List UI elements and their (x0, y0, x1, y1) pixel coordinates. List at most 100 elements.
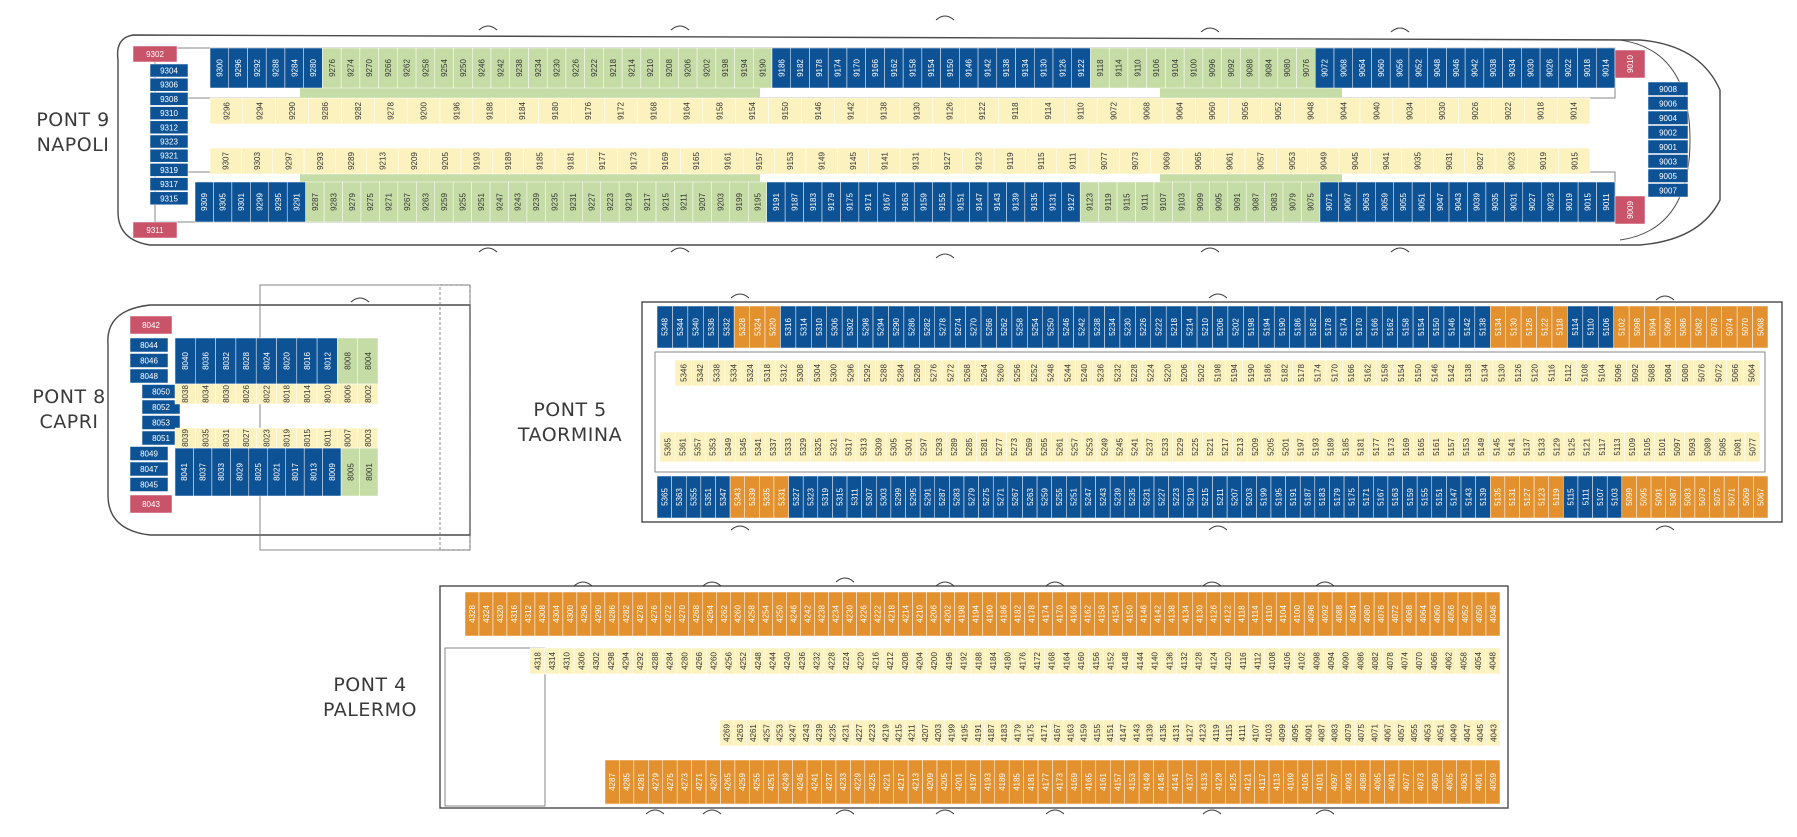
cabin: 4099 (1275, 719, 1289, 747)
cabin-number: 5260 (997, 364, 1006, 382)
cabin-number: 4250 (776, 605, 785, 623)
cabin-number: 9293 (316, 152, 325, 170)
cabin-number: 4088 (1335, 605, 1344, 623)
cabin-number: 4213 (911, 773, 920, 791)
cabin-number: 5331 (777, 488, 786, 506)
cabin-number: 5163 (1391, 488, 1400, 506)
cabin: 4076 (1373, 591, 1389, 637)
cabin-number: 9231 (569, 193, 578, 211)
cabin-number: 9047 (1436, 193, 1445, 211)
cabin: 4184 (985, 647, 1001, 675)
cabin-number: 4064 (1419, 605, 1428, 623)
cabin-number: 5229 (1176, 438, 1185, 456)
cabin: 9158 (702, 97, 736, 125)
cabin-number: 9171 (864, 193, 873, 211)
cabin-number: 5351 (704, 488, 713, 506)
cabin: 4269 (719, 719, 734, 747)
cabin-number: 4228 (827, 652, 836, 670)
cabin: 5325 (810, 431, 827, 463)
cabin-number: 4163 (1066, 724, 1075, 742)
cabin: 9226 (565, 47, 585, 89)
cabin-number: 4073 (1417, 773, 1426, 791)
cabin: 4111 (1235, 719, 1250, 747)
cabin-box (472, 97, 506, 125)
cabin-number: 5275 (982, 488, 991, 506)
cabin: 9280 (303, 47, 323, 89)
cabin: 9026 (1539, 47, 1560, 89)
cabin-number: 5146 (1448, 318, 1457, 336)
cabin: 5131 (1504, 475, 1520, 519)
cabin-number: 9238 (515, 59, 524, 77)
cabin-number: 4071 (1370, 724, 1379, 742)
cabin: 5239 (1109, 475, 1126, 519)
cabin-box (1392, 97, 1426, 125)
cabin: 4069 (1427, 759, 1443, 805)
cabin: 4138 (1164, 591, 1179, 637)
cabin-box (1753, 475, 1769, 519)
cabin: 9042 (1464, 47, 1485, 89)
cabin-number: 9014 (1602, 59, 1611, 77)
cabin: 4090 (1338, 647, 1354, 675)
cabin-box (1752, 305, 1769, 349)
cabin: 8046 (129, 353, 169, 368)
cabin: 5222 (1150, 305, 1167, 349)
cabin: 5361 (674, 431, 691, 463)
cabin-number: 4085 (1373, 773, 1382, 791)
cabin: 5237 (1141, 431, 1158, 463)
cabin: 5177 (1367, 431, 1384, 463)
cabin: 4265 (720, 759, 736, 805)
cabin-box (1614, 195, 1646, 225)
cabin-box (357, 383, 379, 405)
cabin-number: 9131 (1049, 193, 1058, 211)
cabin-box (1647, 154, 1689, 169)
cabin-number: 9170 (852, 59, 861, 77)
deck-title: PONT 9 (36, 109, 110, 131)
cabin-number: 5311 (850, 488, 859, 506)
cabin: 4236 (794, 647, 810, 675)
cabin-number: 5346 (679, 364, 688, 382)
cabin-number: 4272 (664, 605, 673, 623)
cabin-number: 4201 (955, 773, 964, 791)
cabin-number: 9177 (598, 152, 607, 170)
cabin-number: 8039 (181, 429, 190, 447)
cabin-number: 4204 (915, 652, 924, 670)
cabin-number: 4252 (739, 652, 748, 670)
cabin: 5209 (1247, 431, 1263, 463)
cabin: 5221 (1202, 431, 1218, 463)
cabin-number: 5096 (1614, 364, 1623, 382)
cabin: 5201 (1277, 431, 1294, 463)
cabin: 4275 (662, 759, 678, 805)
cabin-number: 9095 (1215, 193, 1224, 211)
cabin-number: 5074 (1725, 318, 1734, 336)
cabin: 4143 (1129, 719, 1144, 747)
cabin-number: 9189 (504, 152, 513, 170)
cabin: 5092 (1626, 359, 1644, 387)
cabin: 9323 (149, 134, 189, 149)
cabin: 8028 (235, 337, 257, 385)
cabin-number: 8040 (181, 352, 190, 370)
cabin: 5095 (1636, 475, 1652, 519)
cabin-number: 4101 (1316, 773, 1325, 791)
cabin: 9084 (1258, 47, 1279, 89)
cabin: 8038 (174, 383, 196, 405)
cabin-number: 5341 (754, 438, 763, 456)
cabin: 5134 (1490, 305, 1506, 349)
cabin-number: 9049 (1319, 152, 1328, 170)
cabin-box (1087, 147, 1120, 175)
cabin: 4267 (705, 759, 721, 805)
cabin: 9092 (1221, 47, 1241, 89)
cabin-number: 4127 (1185, 724, 1194, 742)
cabin-number: 9289 (347, 152, 356, 170)
cabin-number: 4151 (1106, 724, 1115, 742)
cabin: 5166 (1366, 305, 1383, 349)
cabin: 9308 (149, 92, 189, 106)
cabin: 4205 (936, 759, 952, 805)
cabin: 5244 (1058, 359, 1076, 387)
cabin-number: 9169 (661, 152, 670, 170)
cabin: 9321 (149, 148, 189, 163)
cabin: 4226 (856, 591, 871, 637)
cabin-number: 9243 (514, 193, 523, 211)
cabin-number: 8010 (323, 385, 332, 403)
cabin-number: 9142 (847, 102, 856, 120)
cabin: 9104 (1165, 47, 1185, 89)
